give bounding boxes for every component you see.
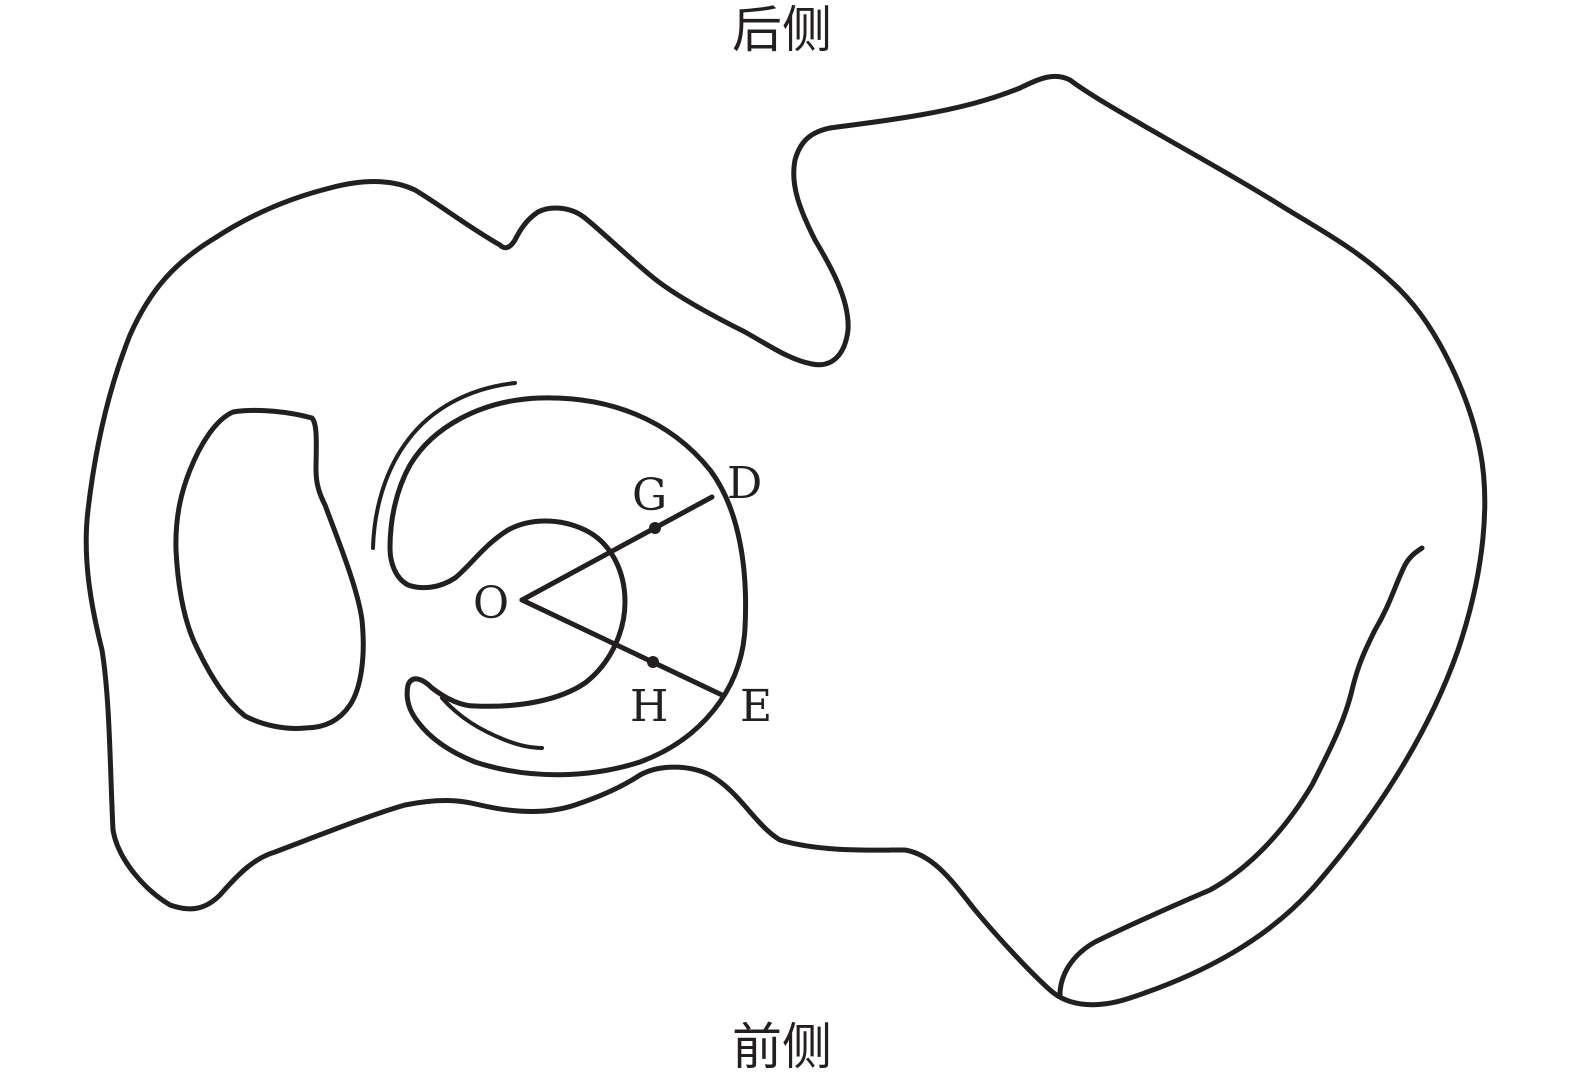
acetabular-rim [387,395,749,778]
label-e: E [740,681,772,732]
ray-od [519,494,715,603]
obturator-foramen [173,407,366,731]
ray-oe [519,597,725,698]
label-o: O [473,578,509,629]
posterior-side-label: 后侧 [732,1,832,59]
label-d: D [727,458,762,509]
anterior-side-label: 前侧 [732,1018,832,1076]
point-g-dot [649,522,661,534]
point-h-dot [647,656,659,668]
label-g: G [632,470,667,521]
posterior-lip-line [371,381,517,550]
label-h: H [630,681,668,732]
pelvis-outer-outline [83,73,1488,1008]
anterior-lip-line [440,696,544,750]
ischial-ridge-line [1057,545,1425,998]
